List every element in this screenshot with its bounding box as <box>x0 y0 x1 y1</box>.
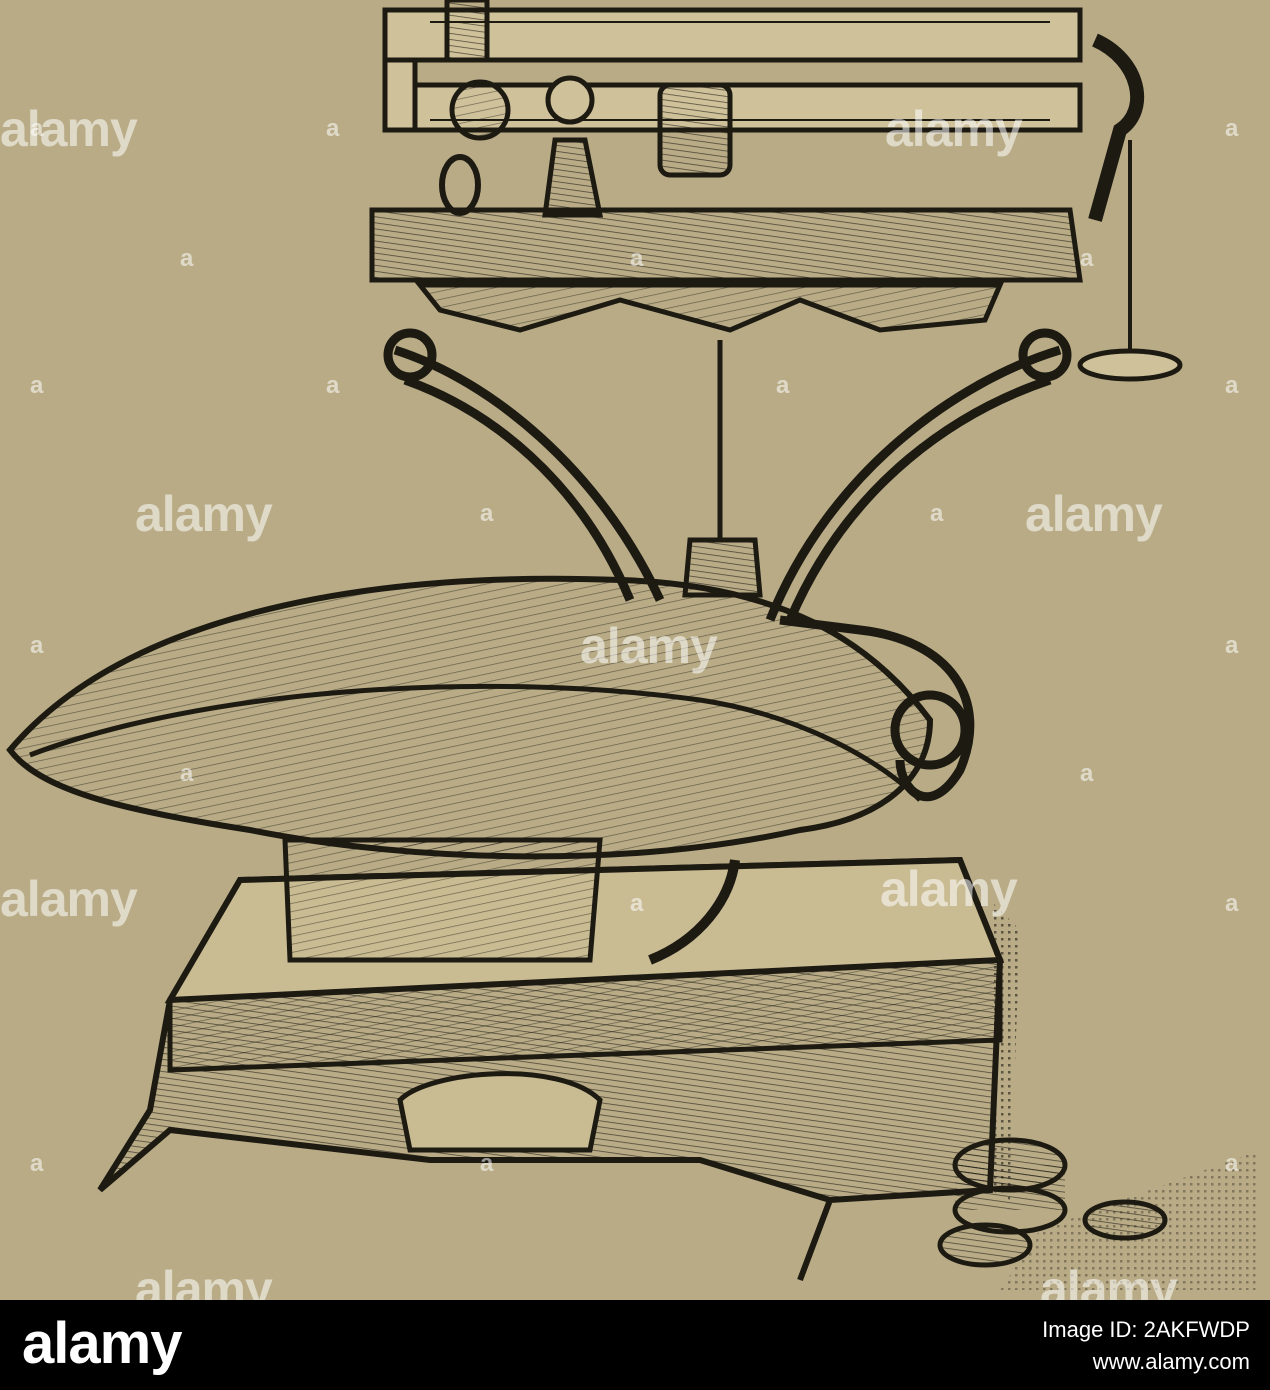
alamy-logo: alamy <box>22 1311 182 1376</box>
scoop-pan <box>6 575 934 860</box>
counterweight <box>682 537 763 598</box>
watermark-letter: a <box>1225 1150 1238 1177</box>
watermark-letter: a <box>30 115 43 142</box>
watermark-letter: a <box>630 890 643 917</box>
watermark-letter: a <box>1080 760 1093 787</box>
watermark-letter: a <box>630 245 643 272</box>
watermark-letter: a <box>1225 372 1238 399</box>
image-info: Image ID: 2AKFWDP www.alamy.com <box>1042 1314 1250 1378</box>
site-url[interactable]: www.alamy.com <box>1092 1349 1250 1374</box>
watermark-letter: a <box>326 115 339 142</box>
image-id: Image ID: 2AKFWDP <box>1042 1317 1250 1342</box>
watermark-letter: a <box>1225 890 1238 917</box>
footer-bar: alamy Image ID: 2AKFWDP www.alamy.com <box>0 1300 1270 1390</box>
upper-platform <box>369 207 1083 333</box>
watermark-letter: a <box>1225 115 1238 142</box>
watermark-text: alamy <box>135 1261 273 1300</box>
watermark-text: alamy <box>1025 486 1163 542</box>
watermark-text: alamy <box>135 486 273 542</box>
watermark-letter: a <box>1080 245 1093 272</box>
watermark-letter: a <box>30 1150 43 1177</box>
watermark-letter: a <box>776 372 789 399</box>
watermark-letter: a <box>480 1150 493 1177</box>
watermark-letter: a <box>480 500 493 527</box>
beam-poise-small <box>444 0 490 63</box>
watermark-letter: a <box>326 372 339 399</box>
scale-engraving <box>6 0 1260 1290</box>
watermark-letter: a <box>180 760 193 787</box>
watermark-text: alamy <box>0 871 138 927</box>
watermark-letter: a <box>180 245 193 272</box>
pivot <box>439 75 604 218</box>
beam-poise-large <box>657 82 733 178</box>
watermark-text: alamy <box>580 618 718 674</box>
weight-hanger <box>1077 33 1183 382</box>
watermark-text: alamy <box>885 101 1023 157</box>
watermark-text: alamy <box>0 101 138 157</box>
watermark-letter: a <box>1225 632 1238 659</box>
watermark-letter: a <box>30 632 43 659</box>
stock-photo: alamy alamy alamy alamy alamy alamy alam… <box>0 0 1270 1300</box>
loose-weights <box>937 1137 1260 1290</box>
watermark-text: alamy <box>1040 1261 1178 1300</box>
beam <box>382 7 1083 133</box>
watermark-text: alamy <box>880 861 1018 917</box>
watermark-letter: a <box>30 372 43 399</box>
watermark-letter: a <box>930 500 943 527</box>
